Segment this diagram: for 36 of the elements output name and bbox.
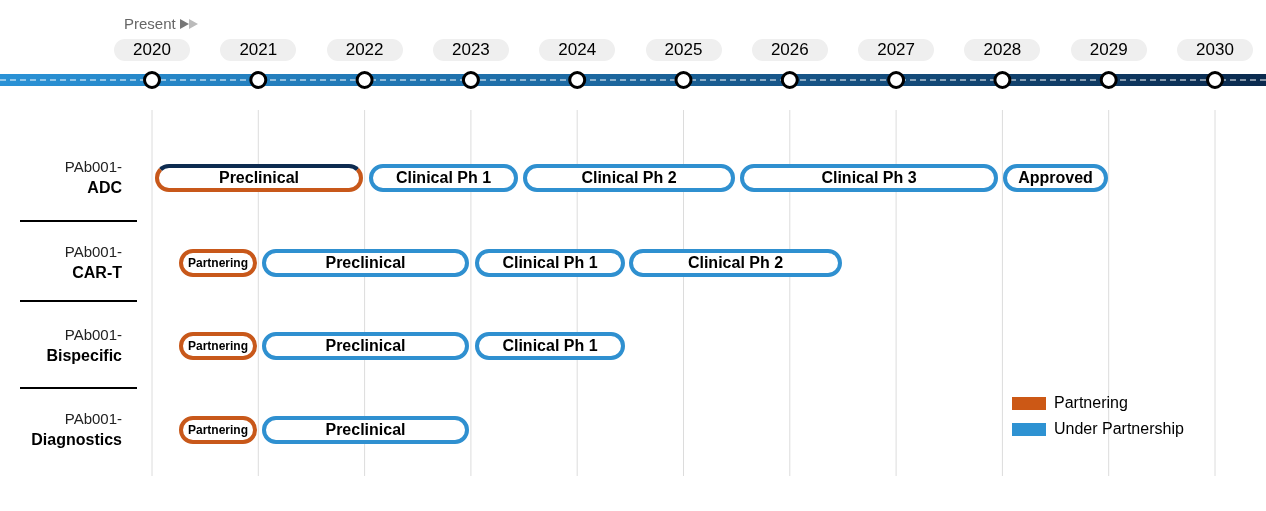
phase-pill: Clinical Ph 3 xyxy=(740,164,998,192)
phase-pill: Partnering xyxy=(179,416,257,444)
phase-pill: Clinical Ph 1 xyxy=(475,332,625,360)
phase-pill: Clinical Ph 2 xyxy=(523,164,735,192)
year-pill: 2023 xyxy=(432,39,509,61)
phase-pill: Preclinical xyxy=(262,416,469,444)
product-type: CAR-T xyxy=(72,263,122,283)
legend-label: Under Partnership xyxy=(1054,419,1184,439)
year-pill: 2029 xyxy=(1070,39,1147,61)
phase-pill: Partnering xyxy=(179,332,257,360)
phase-pill: Preclinical xyxy=(262,249,469,277)
legend-label: Partnering xyxy=(1054,393,1128,413)
phase-pill: Clinical Ph 2 xyxy=(629,249,842,277)
product-type: ADC xyxy=(87,178,122,198)
year-pill: 2020 xyxy=(114,39,190,61)
phase-pill: Preclinical xyxy=(262,332,469,360)
year-pill: 2027 xyxy=(858,39,935,61)
phase-pill: Partnering xyxy=(179,249,257,277)
present-label: Present xyxy=(124,14,176,34)
year-pill: 2025 xyxy=(645,39,722,61)
year-pill: 2030 xyxy=(1177,39,1253,61)
year-pill: 2022 xyxy=(326,39,403,61)
product-type: Diagnostics xyxy=(31,430,122,450)
phase-pill: Approved xyxy=(1003,164,1108,192)
product-code: PAb001- xyxy=(64,409,122,429)
product-code: PAb001- xyxy=(64,325,122,345)
product-code: PAb001- xyxy=(64,157,122,177)
phase-pill: Clinical Ph 1 xyxy=(475,249,625,277)
year-pill: 2028 xyxy=(964,39,1041,61)
year-pill: 2026 xyxy=(751,39,828,61)
phase-pill: Clinical Ph 1 xyxy=(369,164,518,192)
year-pill: 2024 xyxy=(539,39,616,61)
product-code: PAb001- xyxy=(64,242,122,262)
year-pill: 2021 xyxy=(220,39,297,61)
product-type: Bispecific xyxy=(46,346,122,366)
phase-pill: Preclinical xyxy=(155,164,363,192)
